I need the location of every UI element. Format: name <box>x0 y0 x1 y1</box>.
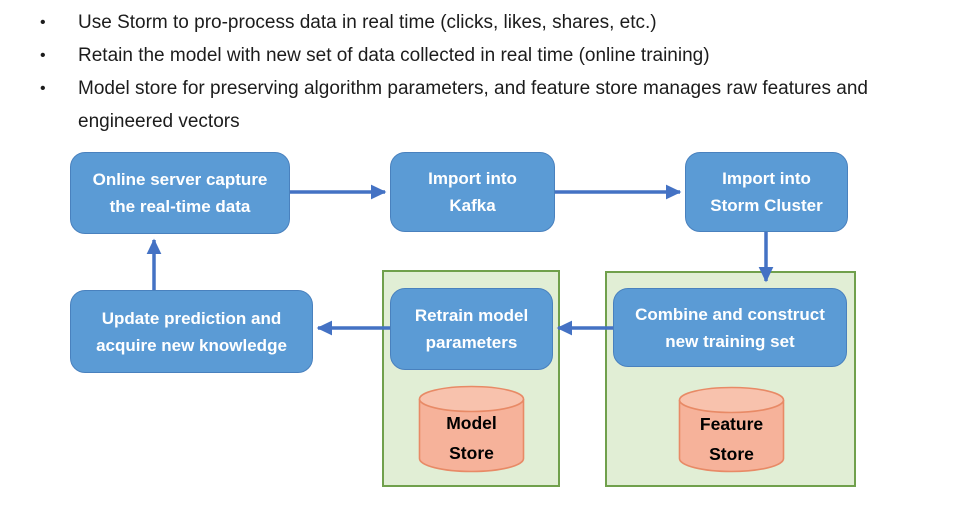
database-cylinder-icon <box>678 386 785 473</box>
bullet-marker-icon: • <box>40 14 46 31</box>
bullet-item: • Retain the model with new set of data … <box>30 39 870 72</box>
node-label: Storm Cluster <box>710 196 823 215</box>
cylinder-label: Model Store <box>418 403 525 473</box>
node-label: Import into <box>722 169 811 188</box>
node-combine-construct: Combine and construct new training set <box>613 288 847 367</box>
bullet-list: • Use Storm to pro-process data in real … <box>30 6 870 138</box>
node-label: new training set <box>665 331 795 351</box>
cylinder-label-line: Store <box>709 443 754 464</box>
node-retrain-model: Retrain model parameters <box>390 288 553 370</box>
bullet-item: • Model store for preserving algorithm p… <box>30 72 870 138</box>
node-update-prediction: Update prediction and acquire new knowle… <box>70 290 313 373</box>
node-label: Update prediction and <box>101 308 282 328</box>
bullet-text: Use Storm to pro-process data in real ti… <box>78 12 657 33</box>
node-label: Combine and construct <box>635 304 825 324</box>
bullet-marker-icon: • <box>40 47 46 64</box>
node-online-server: Online server capture the real-time data <box>70 152 290 234</box>
cylinder-label: Feature Store <box>678 404 785 473</box>
cylinder-label-line: Model <box>446 413 497 433</box>
node-label: Import into <box>428 169 517 188</box>
bullet-text: Retain the model with new set of data co… <box>78 45 710 66</box>
node-label: acquire new knowledge <box>96 335 287 355</box>
node-label: Kafka <box>449 196 496 215</box>
cylinder-label-line: Feature <box>699 413 764 434</box>
feature-store-cylinder: Feature Store <box>678 386 785 473</box>
node-import-kafka: Import into Kafka <box>390 152 555 232</box>
database-cylinder-icon <box>418 385 525 473</box>
node-label: the real-time data <box>109 197 251 216</box>
node-label: Retrain model <box>414 306 529 325</box>
model-store-cylinder: Model Store <box>418 385 525 473</box>
bullet-marker-icon: • <box>40 80 46 97</box>
bullet-item: • Use Storm to pro-process data in real … <box>30 6 870 39</box>
node-label: parameters <box>425 333 518 352</box>
node-label: Online server capture <box>92 170 268 189</box>
node-import-storm-cluster: Import into Storm Cluster <box>685 152 848 232</box>
cylinder-label-line: Store <box>449 443 494 463</box>
bullet-text: Model store for preserving algorithm par… <box>78 78 868 132</box>
